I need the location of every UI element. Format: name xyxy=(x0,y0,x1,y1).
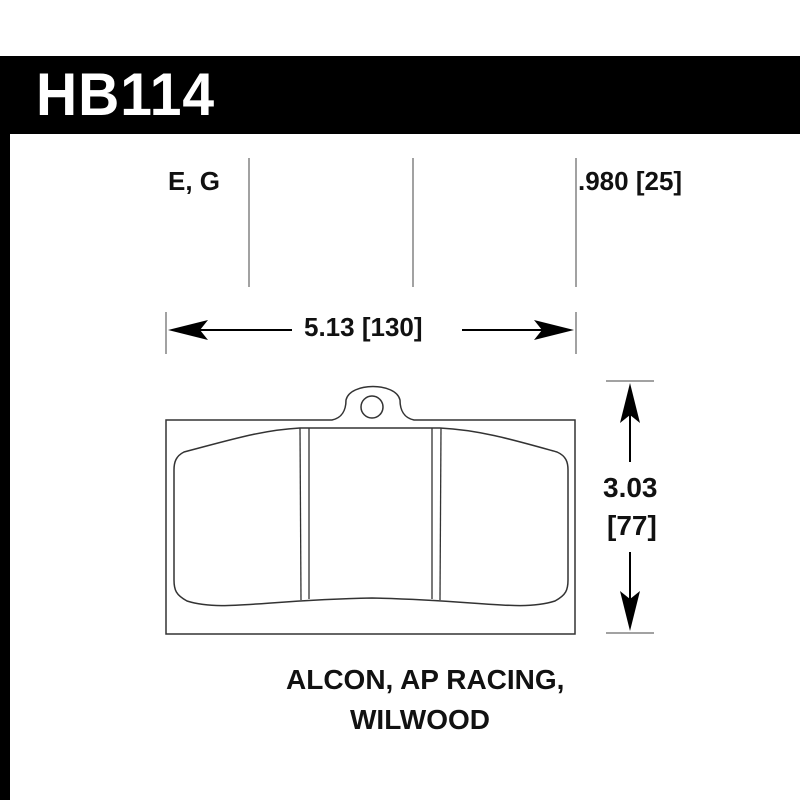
part-number-title: HB114 xyxy=(36,61,216,128)
width-dimension: 5.13 [130] xyxy=(300,312,427,343)
width-arrow-right xyxy=(534,320,574,340)
fitment-line-2: WILWOOD xyxy=(350,704,490,735)
height-arrow-top xyxy=(620,383,640,423)
fitment-line-1: ALCON, AP RACING, xyxy=(286,664,565,695)
friction-slot-right-b xyxy=(439,427,442,601)
left-border-rule xyxy=(0,134,10,800)
height-dimension-inches: 3.03 xyxy=(603,472,658,503)
height-arrow-bottom xyxy=(620,591,640,631)
width-arrow-left xyxy=(168,320,208,340)
thickness-dimension: .980 [25] xyxy=(578,166,683,196)
header-bar xyxy=(0,56,800,134)
compound-codes: E, G xyxy=(168,166,221,196)
height-dimension-mm: [77] xyxy=(607,510,657,541)
friction-slot-left-a xyxy=(299,427,302,601)
friction-material-outline xyxy=(173,427,569,607)
mounting-hole xyxy=(360,395,384,419)
